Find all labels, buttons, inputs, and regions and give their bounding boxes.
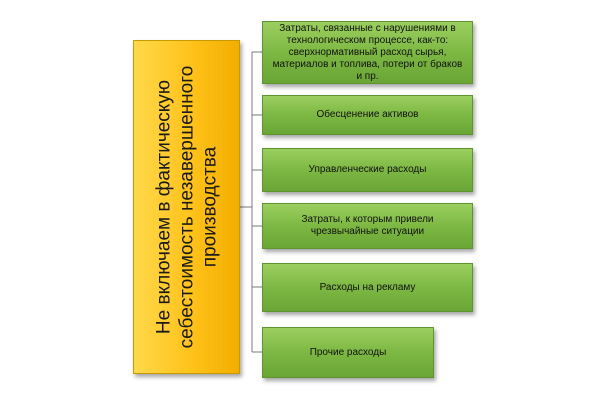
main-category-label: Не включаем в фактическую себестоимость … [153,65,220,349]
expense-item-label: Прочие расходы [309,346,387,358]
expense-item-administrative: Управленческие расходы [262,148,473,192]
expense-item-other: Прочие расходы [262,327,434,378]
expense-item-label: Расходы на рекламу [319,281,416,293]
expense-item-label: Обесценение активов [316,109,419,120]
main-category-box: Не включаем в фактическую себестоимость … [133,40,240,374]
expense-item-label: Затраты, связанные с нарушениями в техно… [272,22,463,82]
expense-item-asset-impairment: Обесценение активов [262,95,473,135]
expense-item-technological-violations: Затраты, связанные с нарушениями в техно… [262,21,473,84]
expense-item-label: Управленческие расходы [308,164,427,175]
expense-item-label: Затраты, к которым привели чрезвычайные … [301,214,434,237]
expense-item-emergency: Затраты, к которым привели чрезвычайные … [262,203,473,249]
expense-item-advertising: Расходы на рекламу [262,263,473,312]
